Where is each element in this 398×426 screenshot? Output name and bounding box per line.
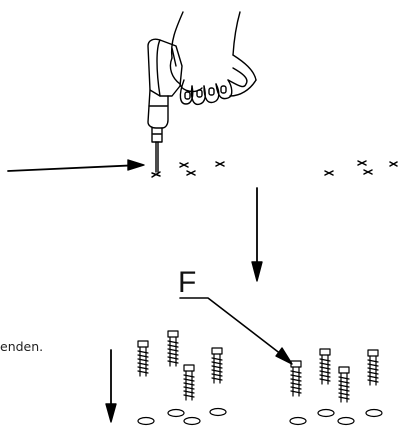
cut-off-instruction-text: enden. <box>0 339 44 354</box>
arrow-down-icon <box>251 187 263 282</box>
arrow-right-icon <box>7 159 145 172</box>
arrow-down-left-icon <box>105 349 117 423</box>
cross-mark-icon <box>151 160 398 178</box>
hand-holding-drill-icon <box>147 11 257 173</box>
screw-icon <box>137 330 379 403</box>
callout-label-f: F <box>178 266 197 299</box>
callout-leader-line <box>179 297 293 365</box>
washer-ellipse-icon <box>137 407 383 426</box>
